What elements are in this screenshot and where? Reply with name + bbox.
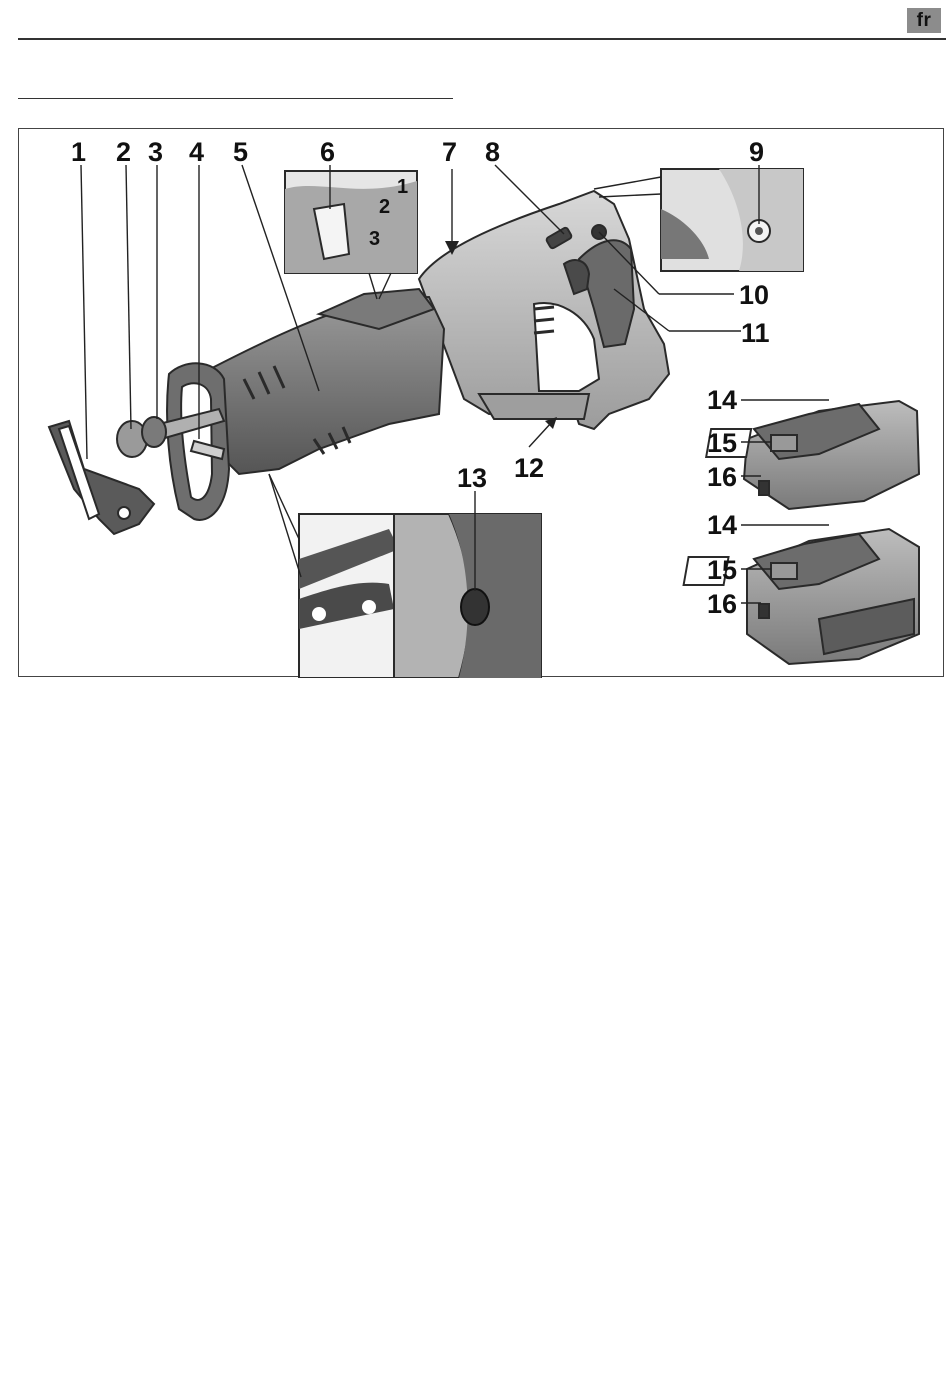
arrow-7 xyxy=(445,169,459,255)
dial-marking: 2 xyxy=(379,196,390,218)
inset-stroke-selector: 3 2 1 xyxy=(285,171,417,273)
callout-16-small-battery: 16 xyxy=(707,462,737,492)
callout-14-large-battery: 14 xyxy=(707,510,737,540)
callout-5: 5 xyxy=(233,137,248,167)
reciprocating-saw-illustration: 3 2 1 xyxy=(19,129,945,678)
callout-9: 9 xyxy=(749,137,764,167)
callout-8: 8 xyxy=(485,137,500,167)
callout-14-small-battery: 14 xyxy=(707,385,737,415)
dial-marking: 1 xyxy=(397,176,408,198)
inset-lamp-detail xyxy=(661,169,803,271)
language-badge: fr xyxy=(907,8,941,33)
callout-12: 12 xyxy=(514,453,544,483)
callout-15-large-battery: 15 xyxy=(707,555,737,585)
callout-6: 6 xyxy=(320,137,335,167)
callout-13: 13 xyxy=(457,463,487,493)
callout-3: 3 xyxy=(148,137,163,167)
battery-small xyxy=(706,401,919,509)
inset-lever-detail xyxy=(299,514,541,678)
callout-11: 11 xyxy=(741,318,770,348)
callout-1: 1 xyxy=(71,137,86,167)
product-figure: 3 2 1 xyxy=(18,128,944,677)
callout-15-small-battery: 15 xyxy=(707,428,737,458)
arrow-12 xyxy=(529,417,557,447)
callout-2: 2 xyxy=(116,137,131,167)
callout-10: 10 xyxy=(739,280,769,310)
header-rule xyxy=(18,38,946,40)
callout-16-large-battery: 16 xyxy=(707,589,737,619)
section-rule xyxy=(18,98,453,99)
dial-marking: 3 xyxy=(369,228,380,250)
callout-7: 7 xyxy=(442,137,457,167)
callout-4: 4 xyxy=(189,137,204,167)
